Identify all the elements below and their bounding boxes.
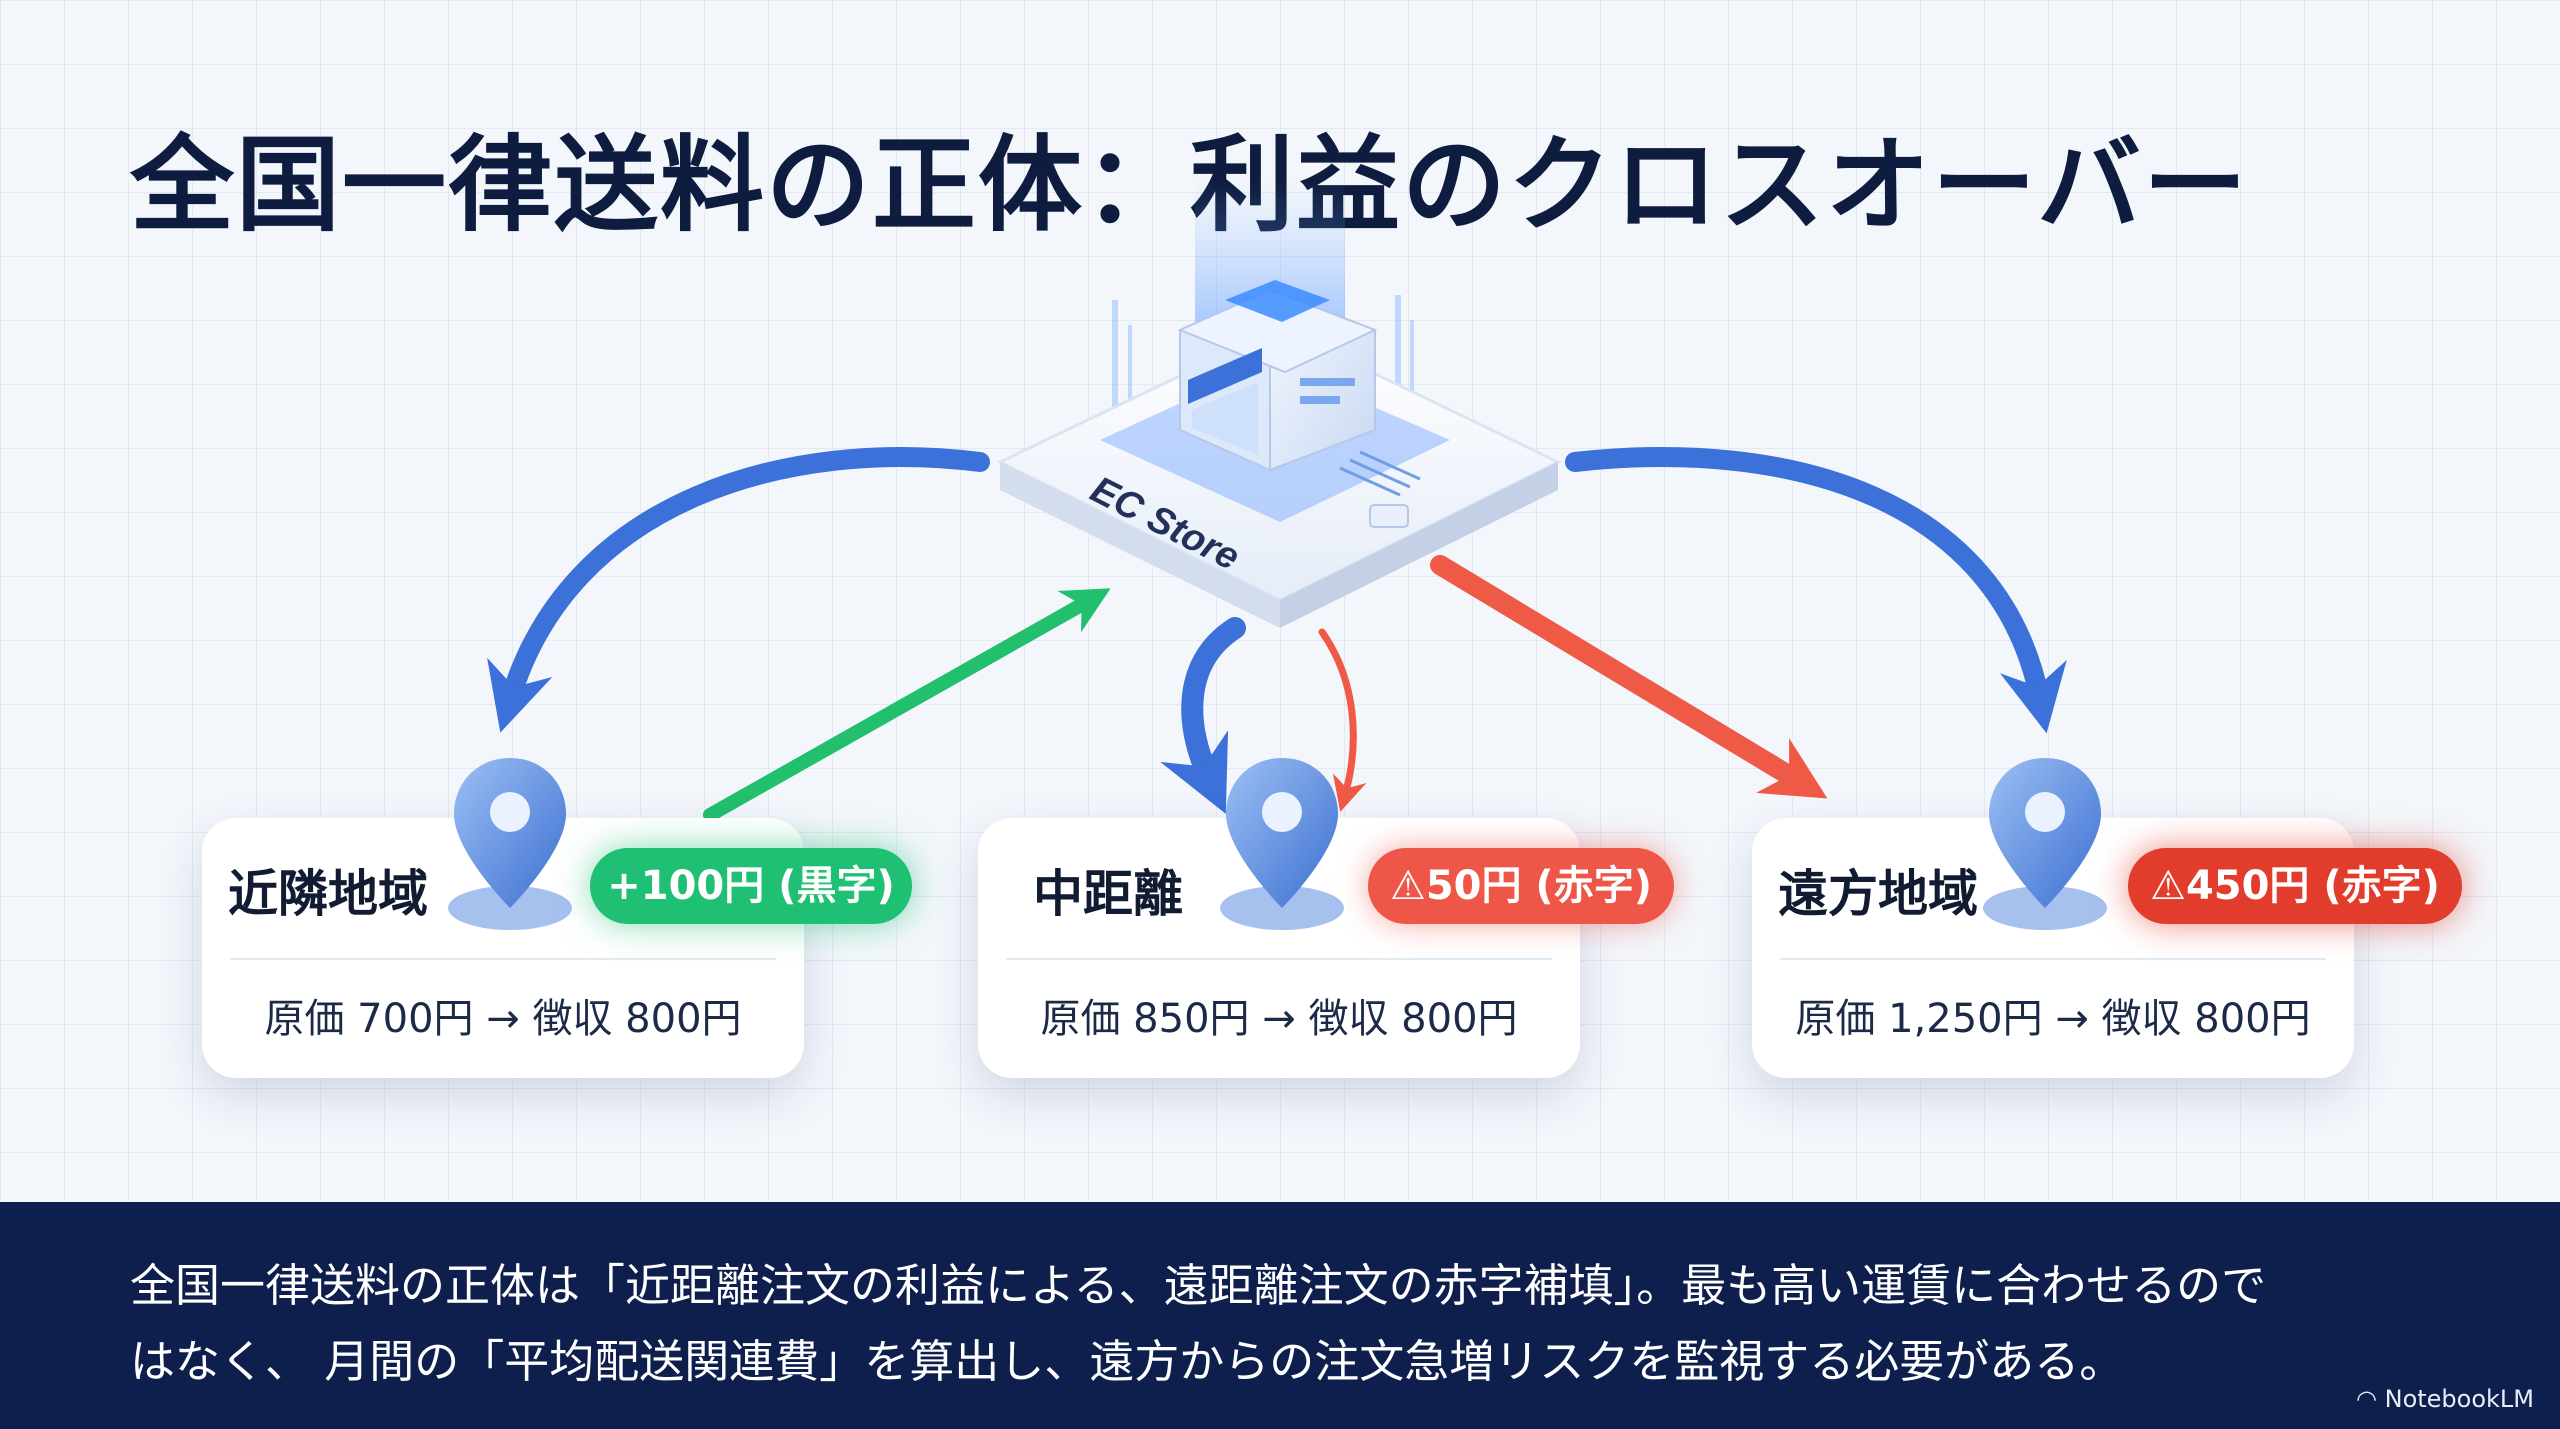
region-detail: 原価 850円 → 徴収 800円 — [1040, 996, 1518, 1042]
summary-footer: 全国一律送料の正体は「近距離注文の利益による、遠距離注文の赤字補填」。最も高い運… — [0, 1202, 2560, 1429]
location-pin-icon — [448, 758, 572, 930]
loss-badge: ⚠450円 (赤字) — [2128, 848, 2462, 924]
summary-line-1: 全国一律送料の正体は「近距離注文の利益による、遠距離注文の赤字補填」。最も高い運… — [130, 1259, 2267, 1312]
brand-watermark: ◠ NotebookLM — [2356, 1385, 2534, 1413]
region-name: 中距離 — [1033, 865, 1183, 923]
region-detail: 原価 1,250円 → 徴収 800円 — [1795, 996, 2311, 1042]
card-divider — [230, 958, 776, 960]
warning-icon: ⚠ — [2150, 863, 2186, 909]
arrow-store-to-far — [1565, 447, 2067, 734]
location-pin-icon — [1983, 758, 2107, 930]
warning-icon: ⚠ — [1389, 863, 1426, 909]
page-title: 全国一律送料の正体：利益のクロスオーバー — [130, 124, 2249, 246]
arrow-mid-return — [1318, 628, 1367, 812]
region-detail: 原価 700円 → 徴収 800円 — [264, 996, 742, 1042]
location-pin-icon — [1220, 758, 1344, 930]
badge-text: 450円 (赤字) — [2185, 863, 2440, 909]
store-icon — [996, 180, 1562, 628]
region-name: 近隣地域 — [228, 865, 428, 923]
badge-text: +100円 (黒字) — [607, 863, 895, 909]
brand-label: NotebookLM — [2384, 1385, 2534, 1413]
arrow-store-to-near — [487, 447, 990, 733]
region-name: 遠方地域 — [1778, 865, 1978, 923]
notebooklm-logo-icon: ◠ — [2356, 1385, 2385, 1413]
badge-text: 50円 (赤字) — [1425, 863, 1652, 909]
loss-badge: ⚠50円 (赤字) — [1368, 848, 1674, 924]
summary-text: 全国一律送料の正体は「近距離注文の利益による、遠距離注文の赤字補填」。最も高い運… — [130, 1248, 2420, 1400]
card-divider — [1780, 958, 2326, 960]
summary-line-2: はなく、 月間の「平均配送関連費」を算出し、遠方からの注文急増リスクを監視する必… — [130, 1335, 2125, 1388]
profit-badge: +100円 (黒字) — [590, 848, 912, 924]
arrow-store-to-far-loss — [1430, 555, 1828, 799]
arrow-store-to-mid — [1160, 617, 1246, 814]
card-divider — [1006, 958, 1552, 960]
arrow-near-to-store-profit — [703, 588, 1111, 822]
